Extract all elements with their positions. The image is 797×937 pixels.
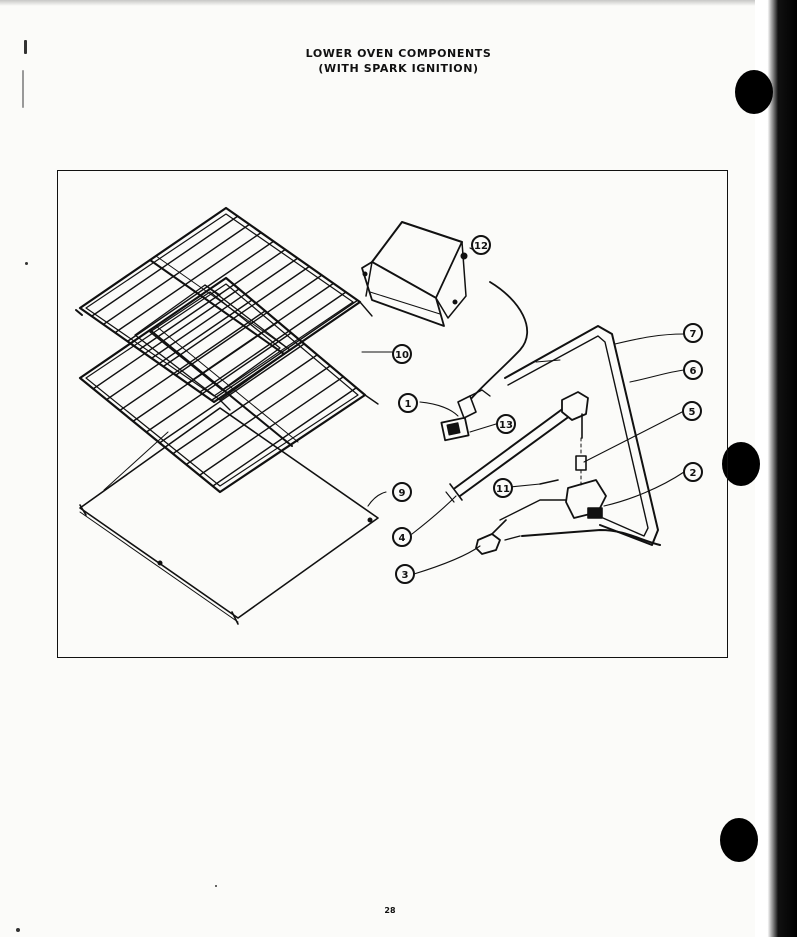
binder-hole-top: [735, 70, 773, 114]
ignition-wire: [469, 281, 529, 401]
callout-markers: 12 10 1 13 7 6: [392, 235, 703, 584]
oven-rack-lower: [78, 276, 379, 494]
svg-text:2: 2: [690, 468, 697, 479]
svg-text:11: 11: [496, 484, 510, 495]
diagram-frame: [57, 170, 728, 658]
oven-valve-lower: [565, 469, 607, 519]
callout-1: 1: [398, 393, 418, 413]
scan-speck: [22, 70, 24, 108]
binder-hole-middle: [722, 442, 760, 486]
callout-7: 7: [683, 323, 703, 343]
callout-6: 6: [683, 360, 703, 380]
callout-9: 9: [392, 482, 412, 502]
binder-hole-bottom: [720, 818, 758, 862]
svg-text:12: 12: [474, 241, 488, 252]
svg-text:10: 10: [395, 350, 409, 361]
title-line-1: LOWER OVEN COMPONENTS: [305, 47, 492, 60]
leader-lines: [361, 247, 685, 575]
oven-valve-upper: [561, 391, 589, 471]
callout-10: 10: [392, 344, 412, 364]
scan-speck: [215, 885, 217, 887]
spark-ignitor: [440, 389, 491, 442]
pilot-valve: [475, 479, 661, 555]
scan-edge-right: [755, 0, 797, 937]
svg-text:3: 3: [402, 570, 409, 581]
svg-text:4: 4: [399, 533, 406, 544]
page-number: 28: [384, 906, 396, 915]
callout-2: 2: [683, 462, 703, 482]
scan-speck: [16, 928, 20, 932]
callout-5: 5: [682, 401, 702, 421]
callout-4: 4: [392, 527, 412, 547]
svg-text:5: 5: [689, 407, 696, 418]
svg-text:7: 7: [690, 329, 697, 340]
scan-speck: [25, 262, 28, 265]
scan-shadow-top: [0, 0, 797, 6]
svg-text:6: 6: [690, 366, 697, 377]
scan-speck: [24, 40, 27, 54]
title-line-2: (WITH SPARK IGNITION): [318, 62, 479, 75]
callout-11: 11: [493, 478, 513, 498]
oven-rack-upper: [75, 206, 373, 404]
gas-tubing: [504, 325, 659, 546]
svg-text:1: 1: [405, 399, 412, 410]
diagram-title: LOWER OVEN COMPONENTS (WITH SPARK IGNITI…: [0, 46, 797, 76]
spark-module: [361, 221, 468, 327]
callout-3: 3: [395, 564, 415, 584]
svg-text:13: 13: [499, 420, 513, 431]
callout-12: 12: [471, 235, 491, 255]
svg-text:9: 9: [399, 488, 406, 499]
callout-13: 13: [496, 414, 516, 434]
bake-burner: [134, 284, 291, 411]
oven-bottom-panel: [79, 407, 379, 625]
burner-tube: [445, 401, 579, 503]
